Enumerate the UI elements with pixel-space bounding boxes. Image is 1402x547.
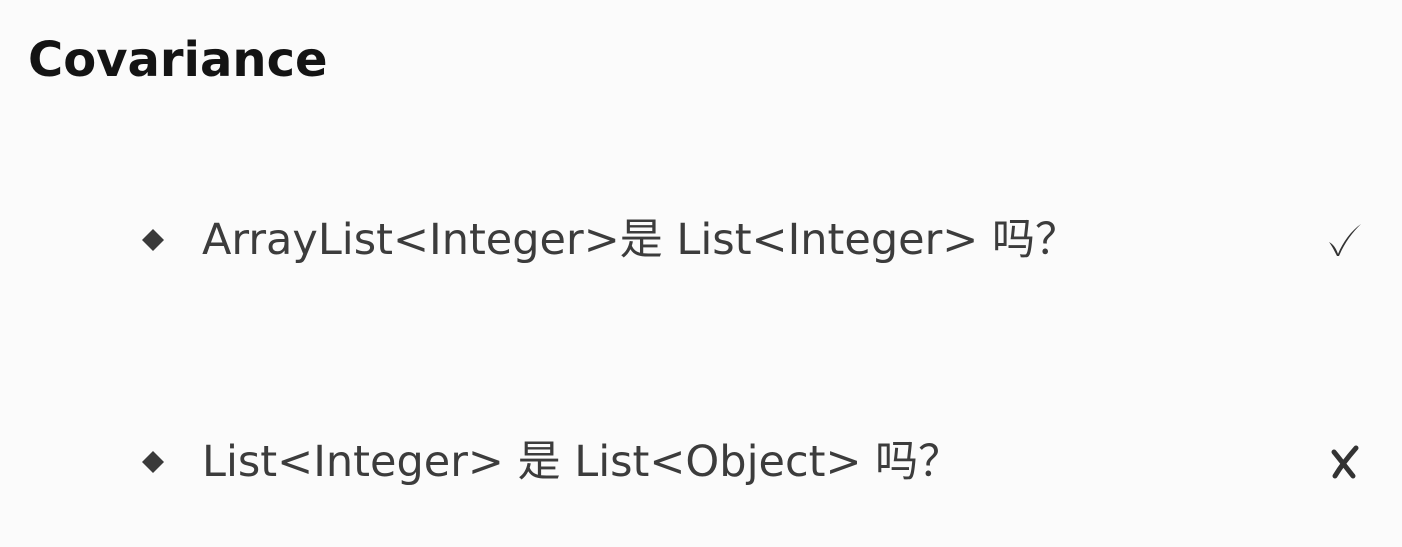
bullet-item: List<Integer> 是 List<Object> 吗？ (135, 432, 1365, 492)
check-icon (1329, 224, 1361, 256)
cross-icon (1331, 445, 1359, 479)
bullet-item: ArrayList<Integer>是 List<Integer> 吗？ (135, 210, 1365, 270)
slide-title: Covariance (28, 32, 328, 88)
bullet-text: ArrayList<Integer>是 List<Integer> 吗？ (202, 214, 1078, 265)
bullet-text: List<Integer> 是 List<Object> 吗？ (202, 436, 962, 487)
diamond-bullet-icon (142, 451, 164, 473)
diamond-bullet-icon (142, 229, 164, 251)
